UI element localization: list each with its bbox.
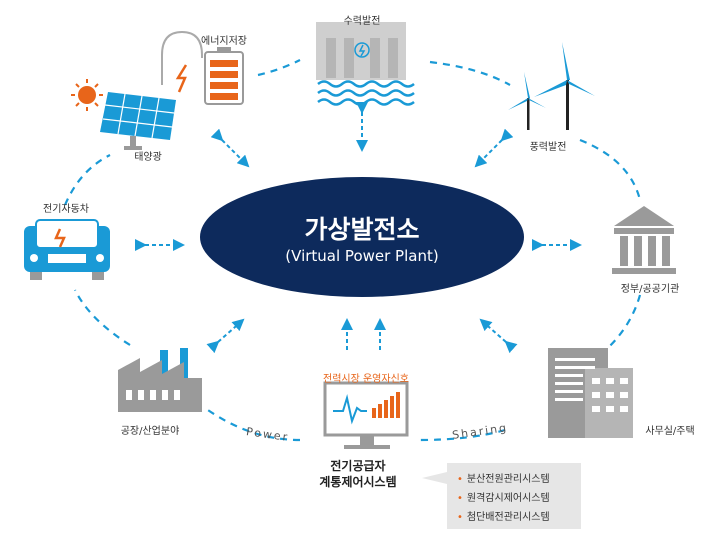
bullet-dot-icon: • bbox=[457, 474, 463, 485]
control-monitor-icon bbox=[323, 381, 409, 449]
center-arrows bbox=[135, 102, 582, 354]
label-ev: 전기자동차 bbox=[43, 204, 89, 215]
hydro-dam-icon bbox=[316, 22, 415, 106]
label-government: 정부/공공기관 bbox=[620, 284, 680, 295]
list-item: •첨단배전관리시스템 bbox=[457, 512, 550, 523]
label-hydro: 수력발전 bbox=[343, 16, 381, 27]
vpp-title: 가상발전소 bbox=[304, 215, 420, 244]
control-line2: 계통제어시스템 bbox=[319, 475, 397, 489]
list-item: •분산전원관리시스템 bbox=[457, 474, 550, 485]
label-storage: 에너지저장 bbox=[201, 36, 247, 47]
systems-list: •분산전원관리시스템 •원격감시제어시스템 •첨단배전관리시스템 bbox=[447, 463, 581, 527]
vpp-center-ellipse bbox=[200, 177, 524, 297]
office-building-icon bbox=[548, 348, 633, 438]
battery-storage-icon bbox=[161, 30, 244, 105]
electric-car-icon bbox=[24, 219, 110, 280]
control-system-title: 전기공급자 계통제어시스템 bbox=[319, 458, 396, 490]
bullet-dot-icon: • bbox=[457, 512, 463, 523]
list-item: •원격감시제어시스템 bbox=[457, 493, 550, 504]
market-operator-signal-label: 전력시장 운영자신호 bbox=[323, 374, 409, 385]
solar-icon bbox=[71, 79, 176, 150]
label-factory: 공장/산업분야 bbox=[120, 426, 180, 437]
control-line1: 전기공급자 bbox=[330, 459, 386, 473]
government-building-icon bbox=[612, 206, 676, 274]
wind-turbine-icon bbox=[508, 42, 595, 130]
bullet-dot-icon: • bbox=[457, 493, 463, 504]
systems-callout-box: •분산전원관리시스템 •원격감시제어시스템 •첨단배전관리시스템 bbox=[447, 463, 581, 529]
label-solar: 태양광 bbox=[134, 152, 162, 163]
upward-signal-arrows bbox=[341, 318, 386, 350]
label-wind: 풍력발전 bbox=[529, 142, 567, 153]
label-office: 사무실/주택 bbox=[645, 426, 695, 437]
callout-pointer bbox=[422, 472, 447, 484]
vpp-subtitle: (Virtual Power Plant) bbox=[285, 247, 439, 265]
factory-icon bbox=[118, 348, 202, 412]
